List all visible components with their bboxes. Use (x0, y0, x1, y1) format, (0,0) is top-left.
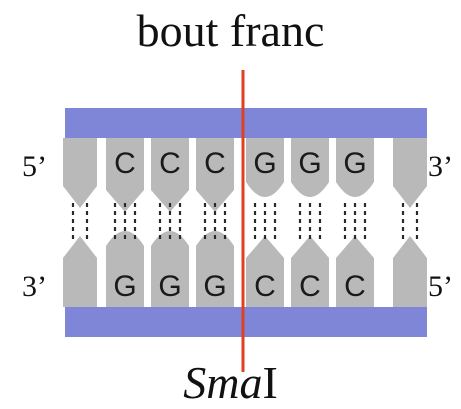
bottom-base-6 (336, 236, 374, 307)
top-base-4 (246, 138, 284, 197)
top-base-label: G (298, 147, 321, 180)
top-base-label: C (204, 147, 226, 180)
top-strand-left-end: 5’ (22, 150, 47, 183)
enzyme-label: SmaI (0, 356, 461, 409)
top-base-6 (336, 138, 374, 197)
bottom-base-label: C (344, 270, 366, 303)
top-base-2 (151, 138, 189, 212)
top-base-3 (196, 138, 234, 212)
bottom-base-label: G (113, 270, 136, 303)
bottom-base-4 (246, 236, 284, 307)
enzyme-name: Sma (183, 357, 263, 408)
bottom-base-label: G (158, 270, 181, 303)
top-base-label: G (343, 147, 366, 180)
bottom-strand-left-end: 3’ (22, 270, 47, 303)
bottom-strand-right-end: 5’ (428, 270, 453, 303)
top-base-label: C (159, 147, 181, 180)
top-base-label: C (114, 147, 136, 180)
bottom-base-3 (196, 231, 234, 307)
top-base-5 (291, 138, 329, 197)
bottom-base-label: C (254, 270, 276, 303)
top-base-1 (106, 138, 144, 212)
bottom-base-label: C (299, 270, 321, 303)
bottom-backbone (65, 307, 427, 337)
terminal-bottom-base (63, 236, 97, 307)
bottom-base-label: G (203, 270, 226, 303)
bottom-base-1 (106, 231, 144, 307)
bottom-base-5 (291, 236, 329, 307)
terminal-top-base (63, 138, 97, 208)
top-backbone (65, 108, 427, 138)
terminal-bottom-base (393, 236, 427, 307)
top-strand-right-end: 3’ (428, 150, 453, 183)
enzyme-suffix: I (262, 357, 278, 408)
bottom-base-2 (151, 231, 189, 307)
diagram-title: bout franc (136, 5, 325, 56)
top-base-label: G (253, 147, 276, 180)
terminal-top-base (393, 138, 427, 208)
